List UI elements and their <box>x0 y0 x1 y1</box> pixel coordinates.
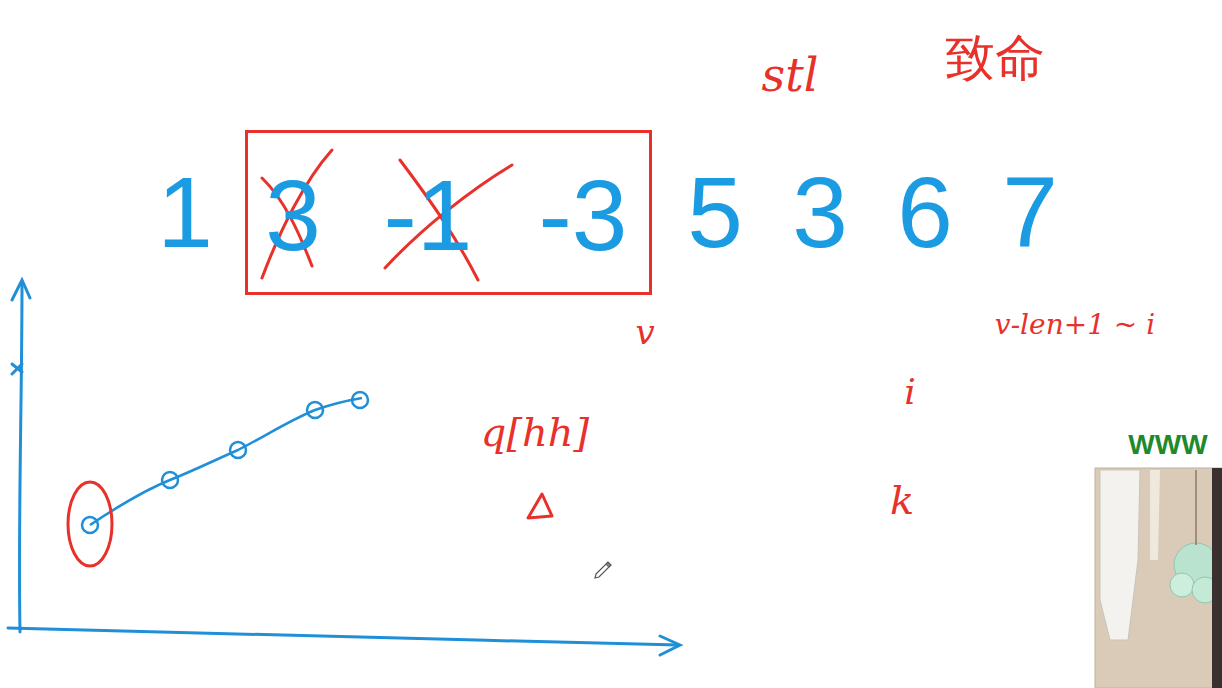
sequence-number: 7 <box>1002 162 1058 262</box>
sequence-number: 1 <box>157 162 213 262</box>
window-box: 3 -1 -3 <box>245 130 652 295</box>
curve-line <box>90 398 362 525</box>
point <box>162 472 178 488</box>
axes <box>8 280 680 655</box>
point <box>352 392 368 408</box>
queue-curve <box>82 392 368 533</box>
pointer-triangle <box>528 494 552 518</box>
watermark: WWW <box>1128 431 1207 459</box>
point <box>230 442 246 458</box>
axis-arrow <box>660 636 680 655</box>
point <box>307 402 323 418</box>
handwritten-note: 致命 <box>945 33 1045 83</box>
handwritten-note: i <box>904 374 916 410</box>
sequence-number: 3 <box>792 162 848 262</box>
axis-tick <box>12 364 22 374</box>
webcam-picture <box>1095 468 1222 688</box>
strike-line <box>262 150 332 278</box>
sequence-number: 3 <box>265 165 321 265</box>
sequence-number: -3 <box>539 165 628 265</box>
handwritten-note: q[hh] <box>481 412 589 452</box>
sequence-number: 6 <box>897 162 953 262</box>
x-axis <box>8 628 678 645</box>
point <box>82 517 98 533</box>
y-axis <box>19 282 22 632</box>
handwritten-note: k <box>890 480 914 520</box>
handwritten-note: stl <box>762 52 819 98</box>
head-mark <box>68 482 112 566</box>
sequence-number: -1 <box>384 165 473 265</box>
axis-arrow <box>12 280 30 300</box>
handwritten-note: v-len+1 ~ i <box>995 311 1155 339</box>
strike-cross <box>262 150 512 280</box>
sequence-number: 5 <box>687 162 743 262</box>
pencil-cursor <box>595 562 611 578</box>
handwritten-note: v <box>635 315 654 349</box>
